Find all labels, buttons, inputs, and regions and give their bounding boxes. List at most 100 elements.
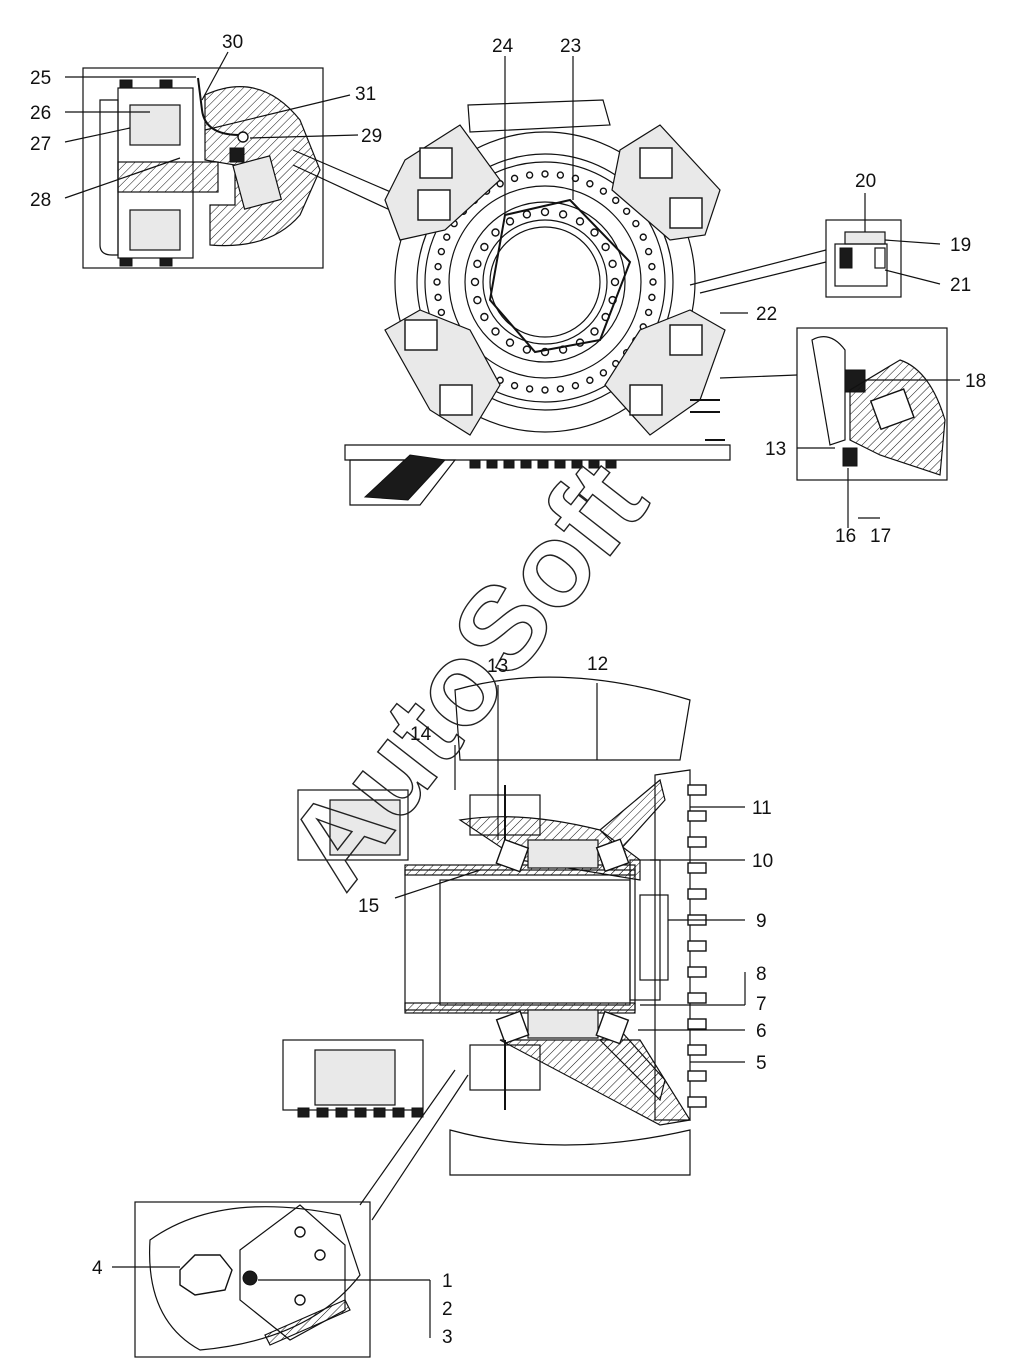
- inner-bolt: [470, 277, 480, 287]
- callout-12: 12: [587, 654, 608, 675]
- base-bolt: [520, 459, 532, 469]
- hub-bolt: [687, 940, 707, 952]
- ring-bolt: [648, 262, 656, 271]
- callout-24: 24: [492, 36, 514, 57]
- hub-bolts: [687, 784, 707, 1108]
- leaders-rotor: [504, 56, 574, 215]
- callout-13-main: 13: [487, 656, 508, 677]
- ring-bolt: [556, 385, 565, 393]
- caliper-bottom-left: [384, 309, 501, 436]
- ring-bolt: [434, 262, 442, 271]
- hub-bolt: [687, 888, 707, 900]
- ring-bolt: [644, 308, 653, 317]
- inner-bolt: [522, 210, 532, 219]
- detail-view-bearing: [719, 327, 948, 481]
- hub-bolt: [687, 1044, 707, 1056]
- inner-bolt: [480, 242, 489, 252]
- ring-bolt: [433, 278, 441, 286]
- base-bolt: [554, 459, 566, 469]
- leaders-section: [359, 683, 746, 1221]
- inner-bolt: [473, 295, 482, 305]
- flange-bolt: [297, 1107, 310, 1118]
- detail-view-bolt: [689, 219, 902, 298]
- flange-bolts: [297, 1107, 424, 1118]
- ring-bolt: [496, 180, 504, 188]
- ring-bolt: [644, 247, 653, 256]
- base-bolt: [503, 459, 515, 469]
- ring-bolt: [434, 293, 442, 302]
- inner-bolt: [522, 345, 532, 354]
- callout-8: 8: [756, 964, 767, 985]
- flange-bolt: [316, 1107, 329, 1118]
- ring-bolt: [649, 278, 657, 286]
- ring-bolt: [599, 369, 608, 377]
- ring-bolt: [648, 293, 656, 302]
- callout-13-detail: 13: [765, 439, 786, 460]
- caliper-bottom-right: [604, 309, 726, 436]
- callout-21: 21: [950, 275, 971, 296]
- ring-bolt: [541, 170, 549, 178]
- base-bolts: [469, 459, 617, 469]
- inner-bolt: [575, 217, 585, 226]
- hub-bolt: [687, 1070, 707, 1082]
- ring-bolt: [525, 171, 534, 179]
- inner-bolt: [491, 228, 500, 237]
- callout-26: 26: [30, 103, 51, 124]
- ring-bolt: [437, 247, 446, 256]
- rotor-assembly: [344, 99, 731, 506]
- leaders-detail-top-left: [64, 51, 401, 211]
- hub-bolt: [687, 810, 707, 822]
- base-bolt: [486, 459, 498, 469]
- hub-bolt: [687, 966, 707, 978]
- caliper-top-right: [611, 124, 721, 241]
- ring-bolt: [599, 187, 608, 195]
- callout-4: 4: [92, 1258, 103, 1279]
- ring-bolt: [525, 385, 534, 393]
- ring-bolt: [639, 233, 647, 241]
- hub-bolt: [687, 1096, 707, 1108]
- callout-20: 20: [855, 171, 876, 192]
- flange-bolt: [373, 1107, 386, 1118]
- callout-17: 17: [870, 526, 891, 547]
- callout-7: 7: [756, 994, 767, 1015]
- hub-bolt: [687, 862, 707, 874]
- callout-18: 18: [965, 371, 986, 392]
- flange-bolt: [392, 1107, 405, 1118]
- ring-bolt: [622, 207, 631, 215]
- flange-bolt: [354, 1107, 367, 1118]
- base-bolt: [571, 459, 583, 469]
- hub-bolt: [687, 992, 707, 1004]
- detail-view-caliper: [82, 67, 324, 269]
- callout-22: 22: [756, 304, 777, 325]
- ring-bolt: [510, 174, 519, 183]
- inner-bolt: [610, 277, 620, 287]
- base-bolt: [588, 459, 600, 469]
- callout-15: 15: [358, 896, 379, 917]
- hub-bolt: [687, 1018, 707, 1030]
- ring-bolt: [437, 308, 446, 317]
- ring-bolt: [586, 376, 594, 384]
- inner-bolt: [491, 327, 500, 336]
- callout-14: 14: [410, 724, 432, 745]
- ring-bolt: [586, 180, 594, 188]
- inner-bolt: [473, 259, 482, 269]
- callout-6: 6: [756, 1021, 767, 1042]
- inner-bolt: [558, 210, 568, 219]
- callout-5: 5: [756, 1053, 767, 1074]
- ring-bolt: [571, 381, 580, 390]
- leaders-detail-nut: [112, 1266, 431, 1338]
- callout-28: 28: [30, 190, 51, 211]
- flange-bolt: [411, 1107, 424, 1118]
- base-bolt: [605, 459, 617, 469]
- callout-10: 10: [752, 851, 773, 872]
- callout-3: 3: [442, 1327, 453, 1348]
- detail-view-nut: [134, 1201, 371, 1358]
- callout-2: 2: [442, 1299, 453, 1320]
- inner-bolt: [590, 327, 599, 336]
- callout-31: 31: [355, 84, 376, 105]
- ring-bolt: [632, 219, 640, 228]
- base-bolt: [469, 459, 481, 469]
- callout-19: 19: [950, 235, 971, 256]
- inner-bolt: [480, 312, 489, 322]
